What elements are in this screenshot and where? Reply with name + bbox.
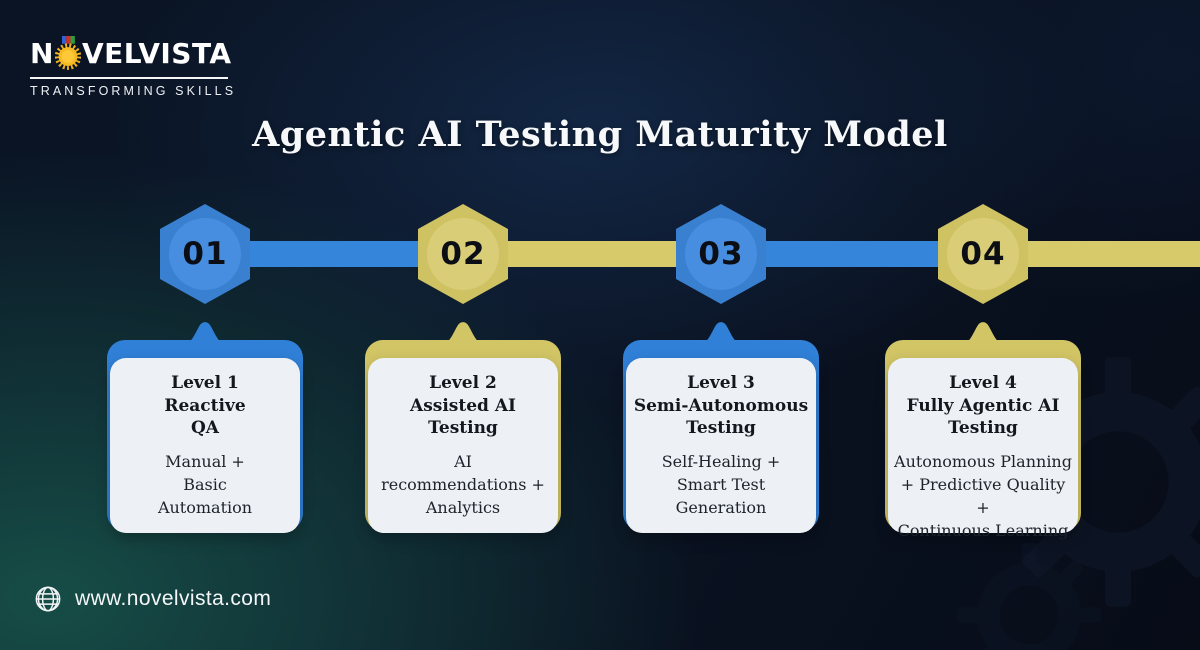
card-panel: Level 4 Fully Agentic AI Testing Autonom… (888, 358, 1078, 540)
milestone-hex-1: 01 (160, 204, 250, 304)
novelvista-logo: N VELVISTA TRANSFORMING SKILLS (30, 36, 240, 98)
level-card-4: Level 4 Fully Agentic AI Testing Autonom… (885, 320, 1081, 540)
level-description: Manual + Basic Automation (157, 451, 253, 517)
hexagon-inner-circle: 02 (427, 218, 499, 290)
card-panel: Level 2 Assisted AI Testing AI recommend… (368, 358, 558, 533)
level-title: Level 1 Reactive QA (164, 373, 246, 439)
logo-divider (30, 77, 228, 79)
milestone-hex-2: 02 (418, 204, 508, 304)
page-title: Agentic AI Testing Maturity Model (252, 114, 948, 155)
card-panel: Level 1 Reactive QA Manual + Basic Autom… (110, 358, 300, 533)
level-description: Autonomous Planning + Predictive Quality… (894, 451, 1072, 540)
hexagon-inner-circle: 03 (685, 218, 757, 290)
logo-text-post: VELVISTA (81, 37, 232, 70)
level-description: AI recommendations + Analytics (381, 451, 545, 517)
level-title: Level 2 Assisted AI Testing (410, 373, 516, 439)
logo-text-pre: N (30, 37, 54, 70)
logo-wordmark: N VELVISTA (30, 36, 240, 72)
level-number: 02 (440, 236, 486, 272)
gear-decoration-icon (957, 543, 1101, 650)
level-number: 04 (960, 236, 1006, 272)
card-panel: Level 3 Semi-Autonomous Testing Self-Hea… (626, 358, 816, 533)
milestone-hex-4: 04 (938, 204, 1028, 304)
globe-icon (35, 586, 61, 612)
level-description: Self-Healing + Smart Test Generation (661, 451, 781, 517)
milestone-hex-3: 03 (676, 204, 766, 304)
level-number: 01 (182, 236, 228, 272)
medal-icon (54, 36, 81, 70)
level-card-2: Level 2 Assisted AI Testing AI recommend… (365, 320, 561, 533)
logo-tagline: TRANSFORMING SKILLS (30, 84, 237, 98)
hexagon-inner-circle: 04 (947, 218, 1019, 290)
level-card-1: Level 1 Reactive QA Manual + Basic Autom… (107, 320, 303, 533)
level-title: Level 4 Fully Agentic AI Testing (906, 373, 1060, 439)
footer: www.novelvista.com (34, 585, 271, 613)
level-card-3: Level 3 Semi-Autonomous Testing Self-Hea… (623, 320, 819, 533)
level-title: Level 3 Semi-Autonomous Testing (633, 373, 809, 439)
hexagon-inner-circle: 01 (169, 218, 241, 290)
level-number: 03 (698, 236, 744, 272)
website-url: www.novelvista.com (75, 587, 272, 610)
